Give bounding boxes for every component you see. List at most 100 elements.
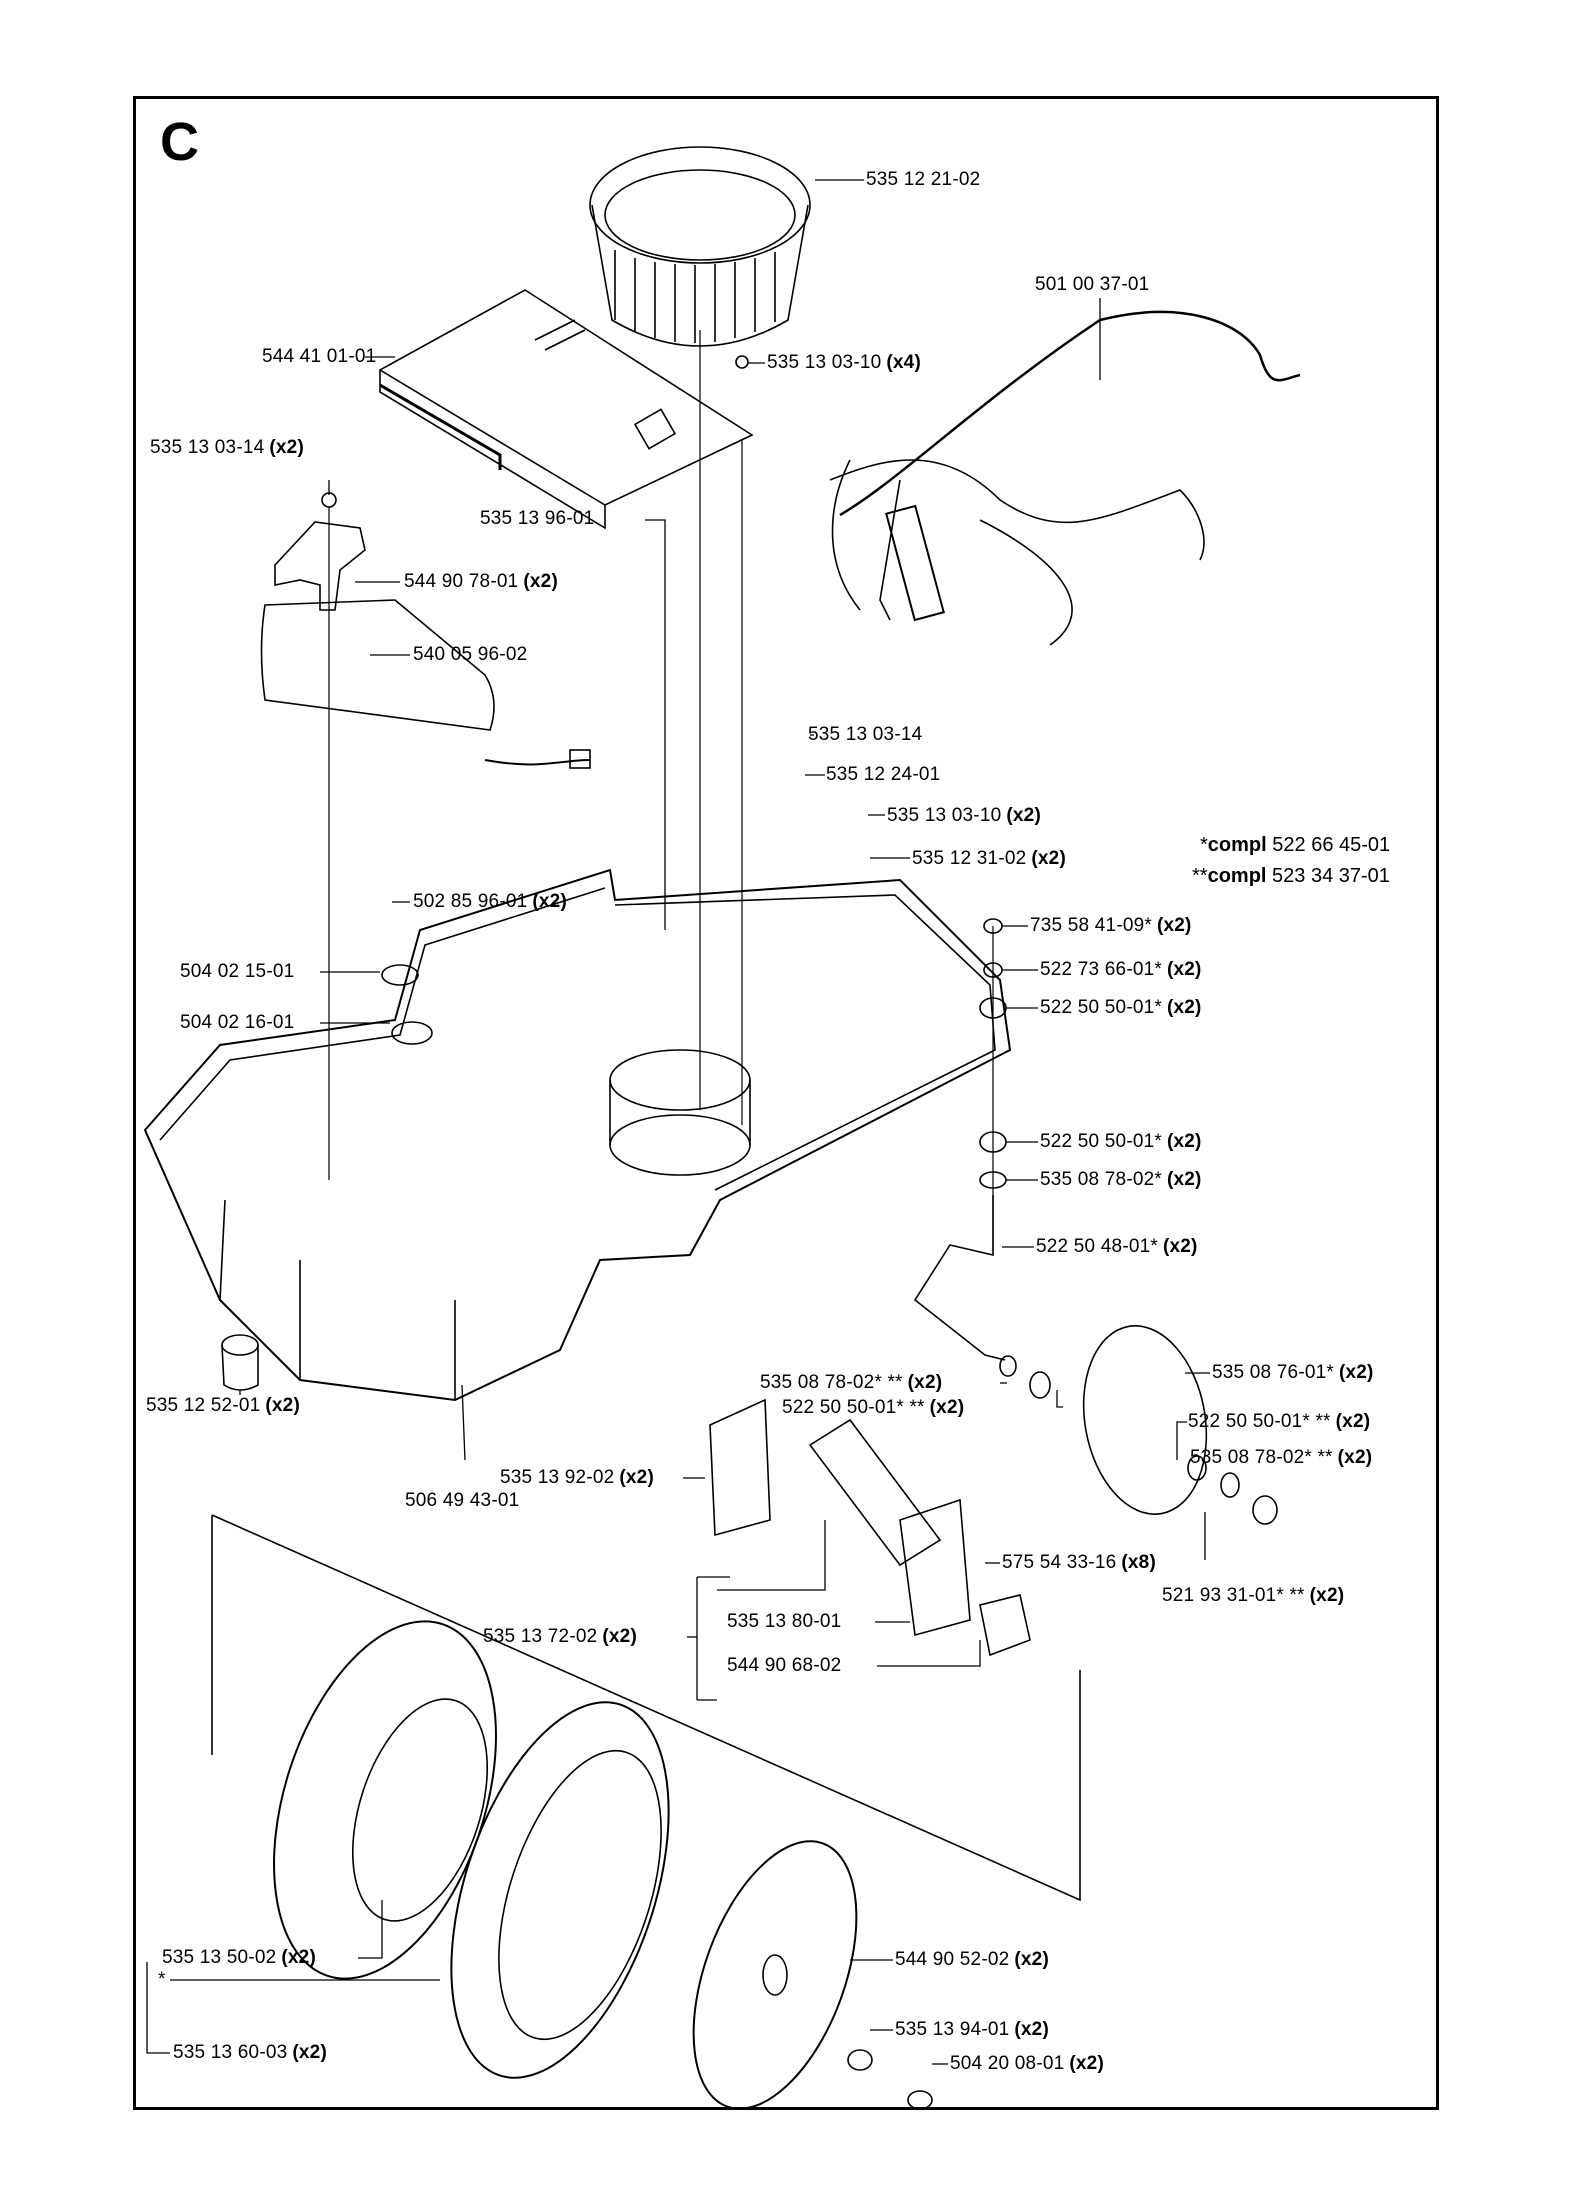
part-number: 504 02 15-01 bbox=[180, 961, 295, 982]
part-label: 535 08 78-02*(x2) bbox=[1040, 1169, 1202, 1191]
quantity: (x2) bbox=[1162, 1236, 1198, 1257]
part-number: 501 00 37-01 bbox=[1035, 274, 1150, 295]
part-label: 544 90 78-01(x2) bbox=[404, 571, 558, 593]
part-number: 535 13 03-14 bbox=[150, 437, 265, 458]
part-label: 535 12 24-01 bbox=[826, 764, 940, 786]
wiring-harness-part bbox=[829, 310, 1301, 646]
quantity: (x2) bbox=[1006, 805, 1041, 826]
part-label: 535 13 94-01(x2) bbox=[895, 2019, 1049, 2041]
drive-wheel-parts bbox=[211, 1514, 1081, 2110]
part-label: 544 41 01-01 bbox=[262, 346, 376, 368]
part-number: 544 41 01-01 bbox=[262, 346, 377, 367]
circuit-board-part bbox=[378, 289, 754, 530]
part-number: 535 12 24-01 bbox=[826, 764, 941, 785]
battery-part bbox=[260, 599, 591, 769]
quantity: (x2) bbox=[929, 1397, 965, 1418]
part-label: 522 50 50-01* **(x2) bbox=[782, 1397, 964, 1419]
quantity: (x2) bbox=[1337, 1447, 1373, 1468]
quantity: (x2) bbox=[281, 1947, 316, 1968]
part-number: 535 13 03-10 bbox=[767, 352, 882, 373]
part-number: 535 13 72-02 bbox=[483, 1626, 598, 1647]
part-number: 535 12 31-02 bbox=[912, 848, 1027, 869]
part-number: 535 12 21-02 bbox=[866, 169, 981, 190]
part-label: 504 02 16-01 bbox=[180, 1012, 294, 1034]
diagram-frame bbox=[133, 96, 1439, 2110]
part-label: 522 73 66-01*(x2) bbox=[1040, 959, 1202, 981]
part-number: 522 73 66-01* bbox=[1040, 959, 1162, 980]
part-label: 506 49 43-01 bbox=[405, 1490, 519, 1512]
quantity: (x2) bbox=[1014, 2019, 1049, 2040]
part-number: 535 13 80-01 bbox=[727, 1611, 842, 1632]
part-label: 535 13 72-02(x2) bbox=[483, 1626, 637, 1648]
quantity: (x2) bbox=[1014, 1949, 1049, 1970]
part-label: 575 54 33-16(x8) bbox=[1002, 1552, 1156, 1574]
part-number: 535 12 52-01 bbox=[146, 1395, 261, 1416]
quantity: (x2) bbox=[1166, 997, 1202, 1018]
leader-lines bbox=[146, 179, 1210, 2065]
compl-note: **compl 523 34 37-01 bbox=[1192, 864, 1390, 888]
quantity: (x2) bbox=[265, 1395, 300, 1416]
part-label: 544 90 52-02(x2) bbox=[895, 1949, 1049, 1971]
note-part-number: 522 66 45-01 bbox=[1272, 834, 1391, 856]
part-number: 575 54 33-16 bbox=[1002, 1552, 1117, 1573]
quantity: (x2) bbox=[269, 437, 304, 458]
chassis-part bbox=[143, 868, 1012, 1402]
quantity: (x2) bbox=[1335, 1411, 1371, 1432]
quantity: (x2) bbox=[619, 1467, 654, 1488]
battery-bracket-part bbox=[274, 492, 366, 1180]
part-label: 735 58 41-09*(x2) bbox=[1030, 915, 1192, 937]
part-number: 540 05 96-02 bbox=[413, 644, 528, 665]
quantity: (x2) bbox=[907, 1372, 943, 1393]
quantity: (x2) bbox=[1031, 848, 1066, 869]
part-number: 504 02 16-01 bbox=[180, 1012, 295, 1033]
quantity: (x2) bbox=[1338, 1362, 1374, 1383]
part-number: 535 13 50-02 bbox=[162, 1947, 277, 1968]
part-label: 535 13 03-14(x2) bbox=[150, 437, 304, 459]
part-number: 522 50 50-01* ** bbox=[1188, 1411, 1331, 1432]
quantity: (x2) bbox=[602, 1626, 637, 1647]
part-label: 535 13 03-14 bbox=[808, 724, 922, 746]
section-letter: C bbox=[160, 112, 199, 172]
part-label: 535 13 03-10(x4) bbox=[767, 352, 921, 374]
part-label: 535 13 92-02(x2) bbox=[500, 1467, 654, 1489]
quantity: (x2) bbox=[532, 891, 567, 912]
part-number: 504 20 08-01 bbox=[950, 2053, 1065, 2074]
part-number: 521 93 31-01* ** bbox=[1162, 1585, 1305, 1606]
part-number: 506 49 43-01 bbox=[405, 1490, 520, 1511]
quantity: (x2) bbox=[523, 571, 558, 592]
part-number: 535 08 78-02* ** bbox=[760, 1372, 903, 1393]
quantity: (x2) bbox=[1069, 2053, 1104, 2074]
note-prefix: ** bbox=[1192, 865, 1208, 887]
part-label: 535 13 96-01 bbox=[480, 508, 594, 530]
part-label: 540 05 96-02 bbox=[413, 644, 527, 666]
bearing-stack-parts bbox=[913, 918, 1007, 1361]
part-label: 522 50 50-01*(x2) bbox=[1040, 997, 1202, 1019]
quantity: (x4) bbox=[886, 352, 921, 373]
note-prefix: * bbox=[1200, 834, 1208, 856]
part-number: 535 13 60-03 bbox=[173, 2042, 288, 2063]
part-number: 535 08 78-02* bbox=[1040, 1169, 1162, 1190]
part-label: 504 02 15-01 bbox=[180, 961, 294, 983]
part-label: 502 85 96-01(x2) bbox=[413, 891, 567, 913]
part-label: 522 50 50-01*(x2) bbox=[1040, 1131, 1202, 1153]
motor-assembly-part bbox=[709, 1398, 1031, 1657]
quantity: (x2) bbox=[1156, 915, 1192, 936]
part-number: 535 13 03-14 bbox=[808, 724, 923, 745]
part-label: 535 12 21-02 bbox=[866, 169, 980, 191]
part-label: 535 08 78-02* **(x2) bbox=[1190, 1447, 1372, 1469]
part-number: 544 90 52-02 bbox=[895, 1949, 1010, 1970]
note-label: compl bbox=[1207, 865, 1267, 887]
part-label: 535 08 76-01*(x2) bbox=[1212, 1362, 1374, 1384]
note-label: compl bbox=[1207, 834, 1267, 856]
part-label: 535 12 52-01(x2) bbox=[146, 1395, 300, 1417]
note-part-number: 523 34 37-01 bbox=[1272, 865, 1390, 887]
quantity: (x2) bbox=[1166, 1131, 1202, 1152]
part-label: 535 13 03-10(x2) bbox=[887, 805, 1041, 827]
part-label: 535 08 78-02* **(x2) bbox=[760, 1372, 942, 1394]
cylinder-cover-part bbox=[589, 146, 811, 1110]
quantity: (x2) bbox=[1166, 959, 1202, 980]
part-number: 535 08 76-01* bbox=[1212, 1362, 1334, 1383]
part-number: 502 85 96-01 bbox=[413, 891, 528, 912]
compl-note: *compl 522 66 45-01 bbox=[1200, 833, 1390, 857]
part-number: 522 50 50-01* bbox=[1040, 1131, 1162, 1152]
